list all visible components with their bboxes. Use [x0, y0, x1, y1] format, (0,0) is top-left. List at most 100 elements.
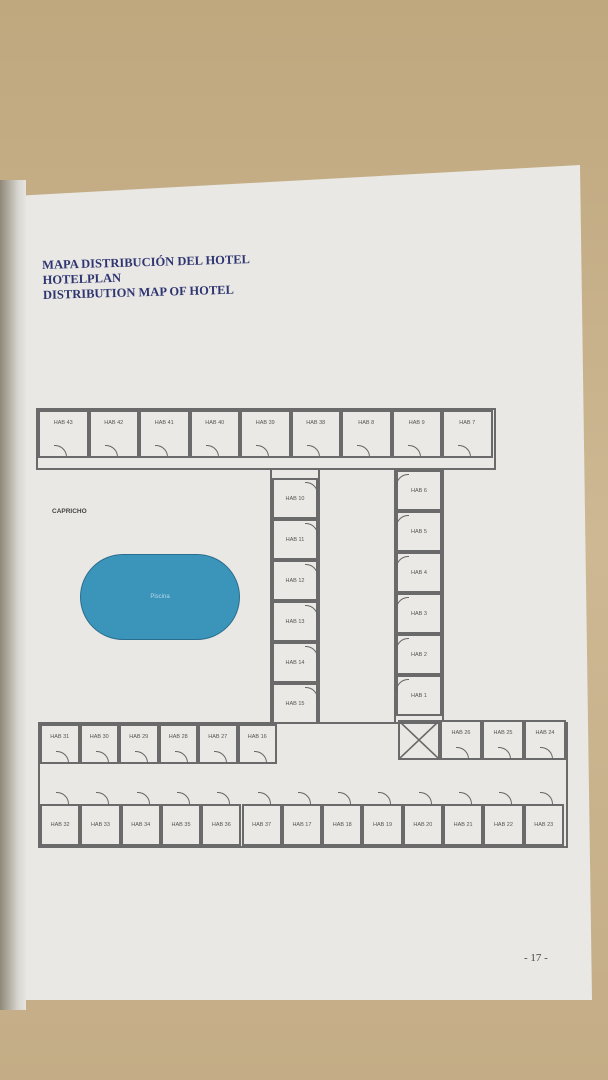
room-hab-4: HAB 4 — [396, 552, 442, 593]
door-icon — [174, 751, 188, 764]
room-label: HAB 31 — [50, 734, 70, 740]
room-hab-13: HAB 13 — [272, 601, 318, 642]
door-icon — [305, 605, 318, 618]
right-wing-wall — [394, 470, 444, 722]
room-hab-35: HAB 35 — [160, 792, 202, 846]
room-hab-34: HAB 34 — [120, 792, 161, 846]
room-hab-28: HAB 28 — [158, 724, 198, 764]
door-icon — [539, 792, 553, 805]
room-hab-2: HAB 2 — [396, 634, 442, 675]
room-hab-25: HAB 25 — [482, 720, 524, 760]
room-hab-22: HAB 22 — [483, 792, 524, 846]
door-icon — [104, 445, 118, 458]
door-icon — [407, 445, 421, 458]
room-label: HAB 19 — [373, 822, 393, 828]
room-hab-11: HAB 11 — [272, 519, 318, 560]
room-hab-32: HAB 32 — [40, 792, 81, 846]
door-icon — [458, 445, 471, 458]
door-icon — [306, 445, 320, 458]
door-icon — [205, 445, 219, 458]
room-label: HAB 1 — [411, 692, 427, 699]
room-label: HAB 7 — [459, 420, 476, 426]
door-icon — [214, 751, 227, 764]
room-label: HAB 2 — [411, 651, 427, 658]
room-hab-36: HAB 36 — [201, 792, 242, 846]
room-hab-10: HAB 10 — [272, 478, 318, 519]
pool: Piscina — [80, 554, 240, 640]
door-icon — [305, 564, 318, 577]
door-icon — [135, 751, 148, 764]
area-label: CAPRICHO — [52, 508, 87, 515]
room-label: HAB 29 — [129, 734, 149, 740]
room-label: HAB 9 — [408, 420, 425, 426]
booklet-spine — [0, 180, 26, 1010]
room-label: HAB 23 — [534, 822, 554, 828]
room-label: HAB 42 — [104, 420, 124, 426]
room-hab-5: HAB 5 — [396, 511, 442, 552]
room-label: HAB 35 — [171, 822, 191, 828]
room-label: HAB 38 — [306, 420, 326, 426]
room-hab-30: HAB 30 — [79, 724, 119, 764]
room-label: HAB 37 — [252, 822, 272, 828]
room-label: HAB 5 — [411, 528, 427, 535]
door-icon — [257, 792, 271, 805]
door-icon — [540, 747, 553, 760]
room-label: HAB 6 — [411, 487, 427, 494]
room-label: HAB 20 — [413, 822, 433, 828]
room-label: HAB 30 — [89, 734, 109, 740]
left-wing-wall — [270, 470, 320, 722]
door-icon — [456, 747, 469, 760]
page-number: - 17 - — [524, 952, 548, 964]
room-label: HAB 40 — [205, 420, 225, 426]
door-icon — [305, 523, 318, 536]
room-hab-33: HAB 33 — [80, 792, 121, 846]
room-hab-19: HAB 19 — [362, 792, 403, 846]
room-hab-26: HAB 26 — [440, 720, 482, 760]
room-label: HAB 14 — [285, 659, 305, 666]
room-label: HAB 21 — [453, 822, 473, 828]
room-label: HAB 8 — [358, 420, 375, 426]
room-label: HAB 15 — [285, 700, 305, 707]
room-hab-42: HAB 42 — [88, 410, 139, 458]
room-hab-37: HAB 37 — [241, 792, 282, 846]
door-icon — [253, 751, 267, 764]
room-label: HAB 22 — [493, 822, 513, 828]
room-label: HAB 41 — [154, 420, 174, 426]
room-label: HAB 33 — [90, 822, 110, 828]
room-label: HAB 27 — [208, 734, 228, 740]
room-label: HAB 12 — [285, 577, 305, 584]
room-label: HAB 3 — [411, 610, 427, 617]
room-hab-43: HAB 43 — [38, 410, 89, 458]
room-hab-3: HAB 3 — [396, 593, 442, 634]
room-hab-18: HAB 18 — [322, 792, 363, 846]
door-icon — [396, 474, 409, 487]
room-label: HAB 25 — [493, 730, 513, 736]
room-hab-27: HAB 27 — [198, 724, 238, 764]
door-icon — [396, 679, 409, 692]
room-label: HAB 11 — [285, 536, 305, 543]
room-label: HAB 39 — [255, 420, 275, 426]
door-icon — [396, 638, 409, 651]
top-corridor — [36, 408, 496, 470]
room-label: HAB 26 — [451, 730, 471, 736]
room-hab-1: HAB 1 — [396, 675, 442, 716]
room-label: HAB 4 — [411, 569, 427, 576]
room-hab-31: HAB 31 — [40, 724, 80, 764]
room-label: HAB 28 — [168, 734, 188, 740]
room-hab-20: HAB 20 — [402, 792, 443, 846]
door-icon — [305, 687, 318, 700]
room-hab-17: HAB 17 — [281, 792, 323, 846]
door-icon — [396, 556, 409, 569]
door-icon — [396, 597, 409, 610]
room-label: HAB 16 — [247, 734, 267, 740]
room-hab-14: HAB 14 — [272, 642, 318, 683]
room-hab-7: HAB 7 — [442, 410, 493, 458]
door-icon — [305, 482, 318, 495]
room-hab-8: HAB 8 — [341, 410, 392, 458]
room-label: HAB 17 — [292, 822, 312, 828]
room-hab-41: HAB 41 — [139, 410, 190, 458]
room-hab-6: HAB 6 — [396, 470, 442, 511]
door-icon — [54, 445, 67, 458]
room-hab-39: HAB 39 — [240, 410, 291, 458]
